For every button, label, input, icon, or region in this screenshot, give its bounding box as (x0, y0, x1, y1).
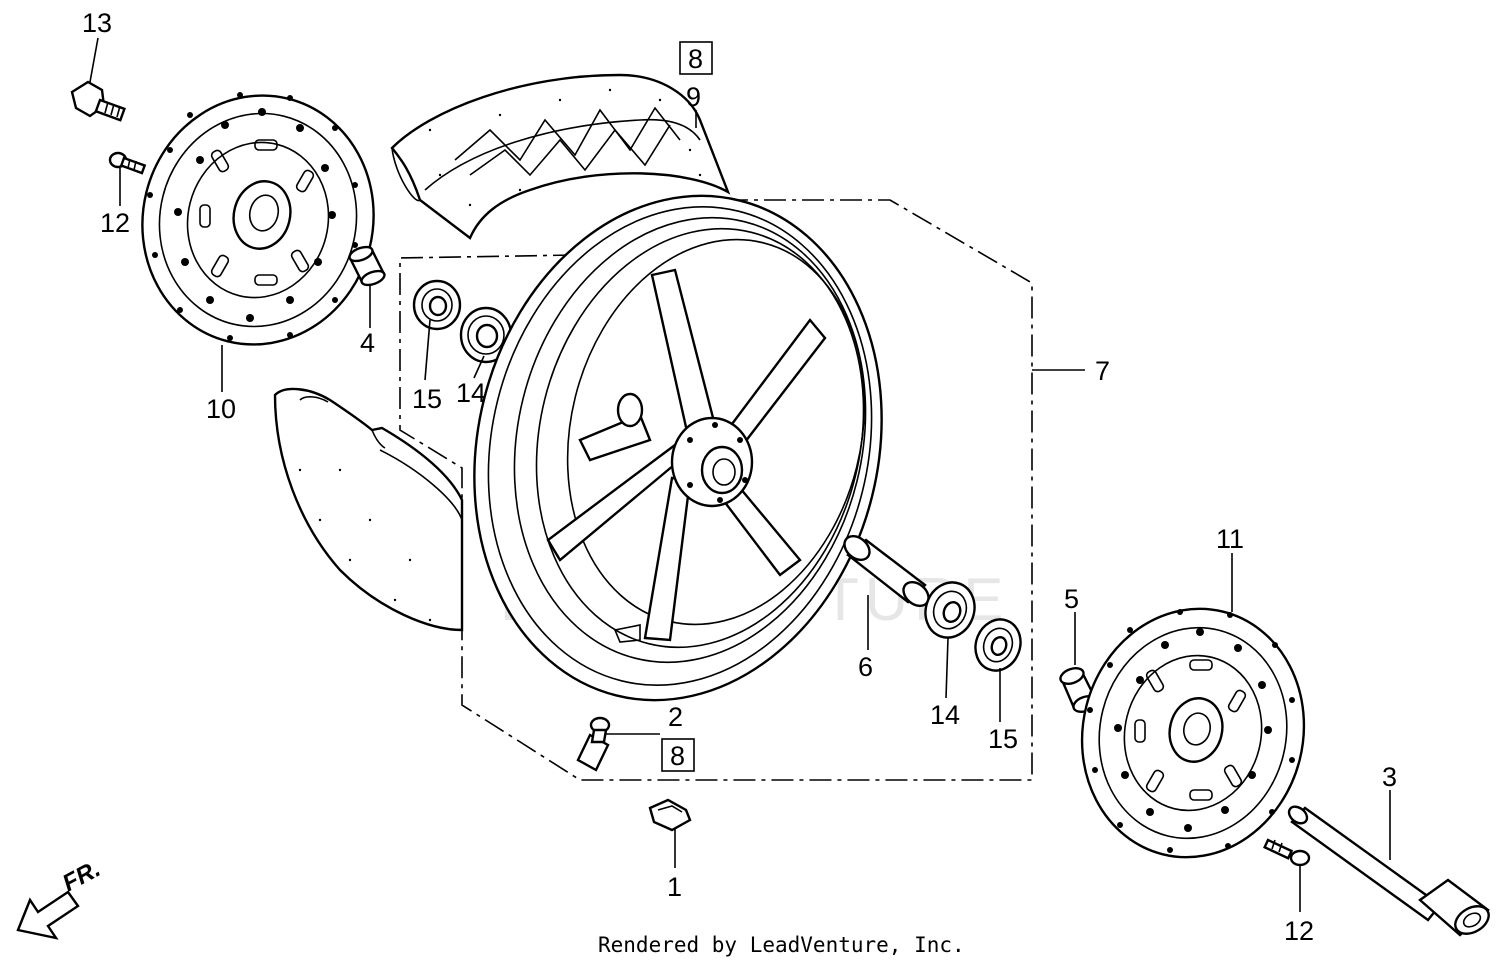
callout-1[interactable]: 1 (667, 872, 682, 902)
tire-lower-half[interactable] (273, 387, 464, 632)
callout-14-left[interactable]: 14 (456, 378, 486, 408)
bearing-14-left[interactable] (459, 306, 513, 364)
footer-credit: Rendered by LeadVenture, Inc. (598, 933, 965, 957)
assembly-outline (399, 199, 1033, 781)
callout-13[interactable]: 13 (82, 8, 112, 38)
callout-labels: 13 12 4 15 14 10 9 7 6 14 15 5 11 3 12 2… (82, 8, 1397, 946)
oil-seal-15-right[interactable] (968, 613, 1027, 677)
callout-5[interactable]: 5 (1064, 584, 1079, 614)
left-brake-disc[interactable] (116, 71, 400, 369)
callout-3[interactable]: 3 (1382, 762, 1397, 792)
screw-12-top[interactable] (108, 151, 147, 175)
callout-12-top[interactable]: 12 (100, 208, 130, 238)
ref-box-valve[interactable]: 8 (661, 738, 695, 772)
callout-7[interactable]: 7 (1095, 356, 1110, 386)
oil-seal-15-left[interactable] (412, 279, 462, 331)
callout-9[interactable]: 9 (686, 82, 701, 112)
callout-10[interactable]: 10 (206, 394, 236, 424)
front-direction-arrow: FR. (16, 855, 105, 940)
bolt-13[interactable] (70, 80, 126, 122)
ref-box-tire[interactable]: 8 (679, 41, 713, 75)
callout-15-right[interactable]: 15 (988, 724, 1018, 754)
axle-3[interactable] (1286, 803, 1494, 939)
callout-15-left[interactable]: 15 (412, 384, 442, 414)
right-brake-disc[interactable] (1056, 585, 1330, 881)
screw-12-bottom[interactable] (1263, 838, 1311, 867)
tire-upper-half[interactable] (390, 73, 731, 240)
air-valve-2[interactable] (576, 716, 611, 772)
bearing-14-right[interactable] (918, 575, 982, 644)
direction-label: FR. (58, 855, 105, 897)
leader-lines (89, 37, 1391, 912)
wheel-rim-7[interactable] (422, 152, 933, 744)
distance-collar-6[interactable] (840, 531, 933, 610)
balance-weight-1[interactable] (648, 798, 692, 832)
callout-6[interactable]: 6 (858, 652, 873, 682)
collar-4[interactable] (348, 244, 387, 287)
svg-text:8: 8 (688, 44, 703, 74)
callout-12-bottom[interactable]: 12 (1284, 916, 1314, 946)
callout-14-right[interactable]: 14 (930, 700, 960, 730)
svg-text:8: 8 (670, 741, 685, 771)
callout-2[interactable]: 2 (668, 702, 683, 732)
callout-11[interactable]: 11 (1216, 524, 1244, 554)
callout-4[interactable]: 4 (360, 328, 375, 358)
